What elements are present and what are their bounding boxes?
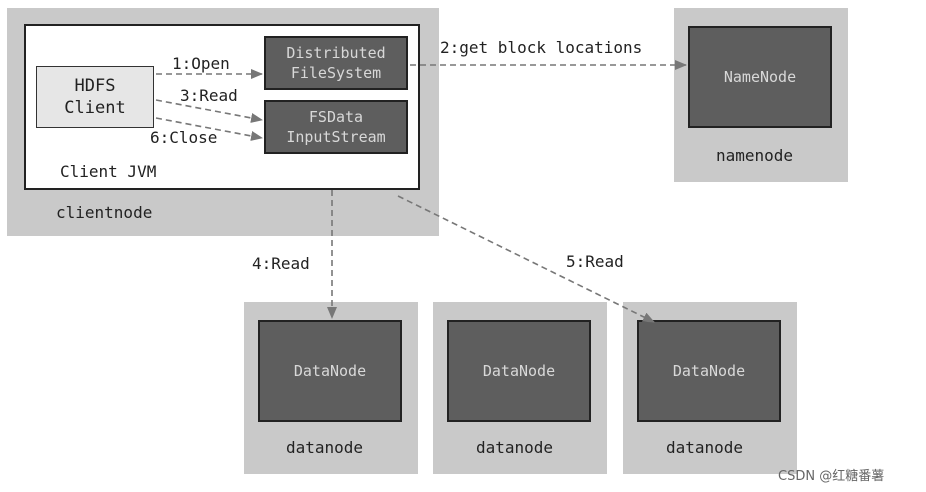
hdfs-client-box: HDFS Client [36, 66, 154, 128]
label-read-datanode3: 5:Read [566, 252, 624, 271]
datanode-box-3: DataNode [637, 320, 781, 422]
watermark: CSDN @红糖番薯 [778, 469, 885, 484]
distributed-filesystem-box: Distributed FileSystem [264, 36, 408, 90]
arrow-close [155, 117, 263, 141]
datanode-label-3: datanode [666, 438, 744, 457]
clientnode-label: clientnode [56, 203, 153, 222]
datanode-box-1: DataNode [258, 320, 402, 422]
datanode-box-2: DataNode [447, 320, 591, 422]
datanode-label-2: datanode [476, 438, 554, 457]
label-read-stream: 3:Read [180, 86, 238, 105]
label-close: 6:Close [150, 128, 218, 147]
label-read-datanode1: 4:Read [252, 254, 310, 273]
arrow-read-stream [155, 99, 263, 123]
arrow-read-datanode3 [397, 195, 655, 323]
datanode-label-1: datanode [286, 438, 364, 457]
fsdata-inputstream-box: FSData InputStream [264, 100, 408, 154]
namenode-box: NameNode [688, 26, 832, 128]
namenode-label: namenode [716, 146, 794, 165]
client-jvm-label: Client JVM [60, 162, 157, 181]
label-get-block-locations: 2:get block locations [440, 38, 643, 57]
label-open: 1:Open [172, 54, 230, 73]
